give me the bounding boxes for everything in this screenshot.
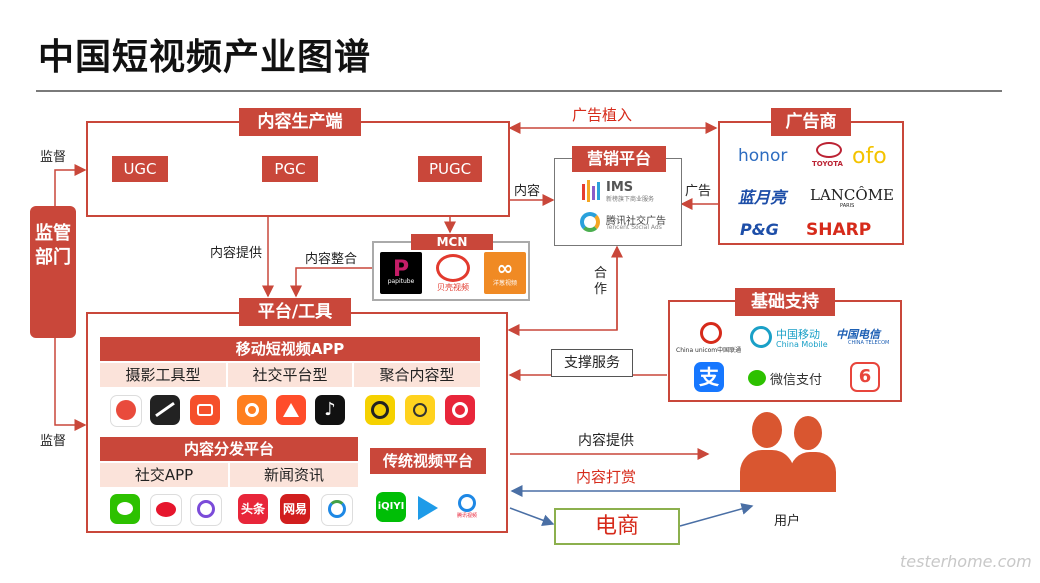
page-title: 中国短视频产业图谱 — [38, 37, 372, 78]
title-divider — [36, 90, 1002, 92]
beike-video-icon: 贝壳视频 — [432, 252, 474, 294]
user-label: 用户 — [774, 514, 801, 529]
china-mobile-sub: China Mobile — [776, 340, 828, 349]
ims-icon — [582, 180, 600, 202]
toyota-logo: TOYOTA — [812, 160, 843, 168]
tencent-video-icon: 腾讯视频 — [452, 492, 482, 522]
union-pay-icon: 6 — [850, 362, 880, 392]
edge-content-integrate — [290, 267, 372, 298]
toutiao-icon: 头条 — [238, 494, 268, 524]
onion-video-icon: ∞洋葱视频 — [484, 252, 526, 294]
youku-icon — [418, 496, 438, 520]
aggregate-app1-icon — [365, 395, 395, 425]
weibo-icon — [150, 494, 182, 526]
marketing-header: 营销平台 — [572, 146, 666, 172]
label-content-reward: 内容打赏 — [576, 468, 637, 486]
toyota-icon — [816, 142, 842, 158]
bluemoon-logo: 蓝月亮 — [738, 188, 787, 207]
huoshan-icon — [276, 395, 306, 425]
wechat-pay-label: 微信支付 — [770, 373, 823, 388]
label-ad: 广告 — [685, 184, 712, 199]
sharp-logo: SHARP — [806, 220, 872, 240]
label-content: 内容 — [514, 184, 541, 199]
ofo-logo: ofo — [852, 144, 887, 169]
edge-ecommerce-user — [679, 503, 754, 527]
dist-cat-social: 社交APP — [100, 463, 228, 487]
trad-header: 传统视频平台 — [370, 448, 486, 474]
label-supervise-top: 监督 — [40, 150, 67, 165]
camera-app-icon — [190, 395, 220, 425]
stripe-app-icon — [150, 395, 180, 425]
label-ad-placement: 广告植入 — [572, 106, 633, 124]
honor-logo: honor — [738, 146, 788, 166]
label-content-provide: 内容提供 — [210, 246, 263, 261]
app-cat-camera: 摄影工具型 — [100, 363, 226, 387]
china-telecom-sub: CHINA TELECOM — [848, 340, 890, 346]
platform-header: 平台/工具 — [239, 298, 351, 326]
content-producer-header: 内容生产端 — [239, 108, 361, 136]
iqiyi-icon: iQIYI — [376, 492, 406, 522]
label-supervise-bottom: 监督 — [40, 434, 67, 449]
watermark: testerhome.com — [900, 552, 1032, 571]
advertisers-header: 广告商 — [771, 108, 851, 136]
mcn-header: MCN — [411, 234, 493, 250]
label-support-service: 支撑服务 — [551, 349, 633, 377]
ims-logo: IMS — [606, 180, 634, 195]
node-ugc: UGC — [112, 156, 168, 182]
tencent-ads-logo: 腾讯社交广告 — [606, 216, 666, 227]
unicom-icon — [700, 322, 722, 344]
china-mobile-icon — [750, 326, 772, 348]
monkey-app-icon — [110, 395, 142, 427]
lancome-sub: PARIS — [840, 203, 855, 209]
alipay-icon: 支 — [694, 362, 724, 392]
app-header: 移动短视频APP — [100, 337, 480, 361]
advertisers-box — [718, 121, 904, 245]
wechat-icon — [110, 494, 140, 524]
qq-icon — [190, 494, 222, 526]
netease-icon: 网易 — [280, 494, 310, 524]
tencent-news-icon — [321, 494, 353, 526]
lancome-logo: LANCÔME — [810, 186, 895, 204]
china-telecom-logo: 中国电信 — [836, 328, 880, 341]
dist-cat-news: 新闻资讯 — [230, 463, 358, 487]
marketing-box — [554, 158, 682, 246]
regulator-box: 监管部门 — [30, 206, 76, 338]
dist-header: 内容分发平台 — [100, 437, 358, 461]
douyin-icon: ♪ — [315, 395, 345, 425]
tencent-ads-icon — [580, 212, 600, 232]
node-pgc: PGC — [262, 156, 318, 182]
ecommerce-box: 电商 — [554, 508, 680, 545]
edge-supervise-bottom — [54, 338, 87, 431]
wechat-pay-icon — [748, 370, 766, 386]
edge-platform-ecommerce — [509, 507, 555, 526]
node-pugc: PUGC — [418, 156, 482, 182]
app-cat-social: 社交平台型 — [228, 363, 352, 387]
ims-sub: 新榜旗下商业服务 — [606, 196, 655, 203]
unicom-logo: China unicom中国联通 — [676, 347, 742, 354]
label-content-provide2: 内容提供 — [578, 433, 634, 449]
label-content-integrate: 内容整合 — [305, 252, 358, 267]
aggregate-app2-icon — [405, 395, 435, 425]
user-icon — [740, 412, 836, 492]
infra-header: 基础支持 — [735, 288, 835, 316]
label-cooperate: 合作 — [594, 266, 608, 297]
edge-supervise-top — [54, 164, 87, 206]
kuaishou-icon — [237, 395, 267, 425]
pg-logo: P&G — [740, 220, 779, 239]
tencent-ads-sub: Tencent Social Ads — [606, 224, 662, 231]
app-cat-aggregate: 聚合内容型 — [354, 363, 480, 387]
china-mobile-logo: 中国移动 — [776, 328, 820, 341]
aggregate-app3-icon — [445, 395, 475, 425]
